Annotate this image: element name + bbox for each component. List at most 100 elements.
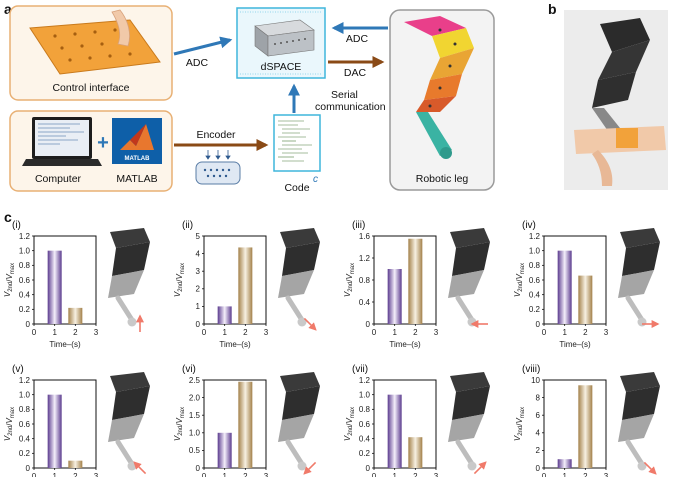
dspace-box: dSPACE xyxy=(236,7,326,79)
y-tick-label: 0.8 xyxy=(19,405,31,414)
code-c-label: c xyxy=(313,174,318,185)
serial-label-1: Serial xyxy=(331,89,358,101)
chart-axes xyxy=(203,235,267,325)
motion-arrow-icon xyxy=(303,461,317,475)
robot-leg-pose-image xyxy=(448,372,490,475)
x-tick-label: 0 xyxy=(542,328,547,337)
x-tick-label: 3 xyxy=(264,472,269,477)
x-tick-label: 2 xyxy=(413,328,418,337)
serial-label-2: communication xyxy=(315,101,386,113)
x-tick-label: 2 xyxy=(583,472,588,477)
y-tick-label: 0.4 xyxy=(529,290,541,299)
adc-right-label: ADC xyxy=(346,33,369,45)
chart-roman-label: (v) xyxy=(12,364,24,375)
robot-leg-pose-image xyxy=(278,372,320,475)
control-interface-label: Control interface xyxy=(52,82,129,94)
y-tick-label: 0.2 xyxy=(529,305,541,314)
panel-b-photo xyxy=(564,10,668,190)
x-axis-label: Time–(s) xyxy=(559,340,591,349)
bar-first xyxy=(217,432,232,468)
x-tick-label: 3 xyxy=(604,328,609,337)
y-tick-label: 1.2 xyxy=(529,232,541,241)
motion-arrow-icon xyxy=(473,461,487,475)
y-tick-label: 1.2 xyxy=(359,376,371,385)
x-tick-label: 3 xyxy=(94,328,99,337)
x-tick-label: 0 xyxy=(542,472,547,477)
computer-matlab-box: + MATLAB Computer MATLAB xyxy=(9,110,173,192)
x-tick-label: 3 xyxy=(94,472,99,477)
y-tick-label: 1.0 xyxy=(189,429,201,438)
serial-port-icon xyxy=(195,150,241,185)
motion-arrow-icon xyxy=(133,461,147,475)
y-tick-label: 0.6 xyxy=(359,420,371,429)
robot-leg-pose-image xyxy=(108,228,150,332)
chart-roman-label: (iii) xyxy=(352,220,365,231)
dspace-label: dSPACE xyxy=(261,61,302,73)
y-tick-label: 1.0 xyxy=(19,390,31,399)
bar-second xyxy=(408,437,423,468)
y-axis-label: V2nd/Vmax xyxy=(173,407,186,441)
x-tick-label: 2 xyxy=(413,472,418,477)
x-tick-label: 0 xyxy=(372,328,377,337)
bar-first xyxy=(47,394,62,468)
x-tick-label: 1 xyxy=(52,472,57,477)
y-tick-label: 6 xyxy=(536,411,541,420)
chart-panel: (viii)02468100123Time–(s)V2nd/Vmax xyxy=(513,364,660,477)
x-tick-label: 3 xyxy=(264,328,269,337)
bar-second xyxy=(578,385,593,468)
y-tick-label: 0.2 xyxy=(359,449,371,458)
chart-axes xyxy=(33,379,97,469)
y-axis-label: V2nd/Vmax xyxy=(343,407,356,441)
y-tick-label: 8 xyxy=(536,393,541,402)
bar-first xyxy=(387,394,402,468)
y-axis-label: V2nd/Vmax xyxy=(3,407,16,441)
x-tick-label: 0 xyxy=(372,472,377,477)
chart-roman-label: (vi) xyxy=(182,364,196,375)
y-tick-label: 4 xyxy=(536,429,541,438)
x-tick-label: 2 xyxy=(583,328,588,337)
x-tick-label: 2 xyxy=(73,328,78,337)
y-tick-label: 0 xyxy=(26,320,31,329)
chart-axes xyxy=(543,235,607,325)
robotic-leg-label: Robotic leg xyxy=(416,173,469,185)
chart-panel: (v)00.20.40.60.81.01.20123Time–(s)V2nd/V… xyxy=(3,364,150,477)
bar-first xyxy=(217,306,232,324)
control-interface-pad-image xyxy=(29,9,161,75)
y-tick-label: 0.2 xyxy=(19,449,31,458)
robotic-leg-box: Robotic leg xyxy=(389,9,495,191)
chart-axes xyxy=(543,379,607,469)
panel-a-letter: a xyxy=(4,1,12,17)
x-tick-label: 1 xyxy=(392,472,397,477)
y-tick-label: 2 xyxy=(536,446,541,455)
computer-label: Computer xyxy=(35,173,82,185)
robot-leg-pose-image xyxy=(448,228,490,328)
y-tick-label: 0.8 xyxy=(19,261,31,270)
x-axis-label: Time–(s) xyxy=(389,340,421,349)
x-tick-label: 1 xyxy=(52,328,57,337)
y-tick-label: 4 xyxy=(196,249,201,258)
chart-panel: (vii)00.20.40.60.81.01.20123Time–(s)V2nd… xyxy=(343,364,490,477)
dac-label: DAC xyxy=(344,67,367,79)
y-tick-label: 0.8 xyxy=(529,261,541,270)
y-tick-label: 0 xyxy=(536,464,541,473)
x-tick-label: 1 xyxy=(562,472,567,477)
adc-left-label: ADC xyxy=(186,57,209,69)
y-tick-label: 5 xyxy=(196,232,201,241)
y-tick-label: 1.0 xyxy=(359,390,371,399)
y-tick-label: 0 xyxy=(366,320,371,329)
y-tick-label: 0 xyxy=(196,320,201,329)
bar-second xyxy=(68,307,83,324)
bar-second xyxy=(68,460,83,468)
y-tick-label: 0.8 xyxy=(359,405,371,414)
y-tick-label: 1.2 xyxy=(359,254,371,263)
x-tick-label: 1 xyxy=(222,472,227,477)
matlab-label: MATLAB xyxy=(116,173,157,185)
matlab-logo-text: MATLAB xyxy=(125,156,151,162)
encoder-label: Encoder xyxy=(196,129,236,141)
x-tick-label: 2 xyxy=(243,328,248,337)
robot-leg-pose-image xyxy=(618,372,660,475)
